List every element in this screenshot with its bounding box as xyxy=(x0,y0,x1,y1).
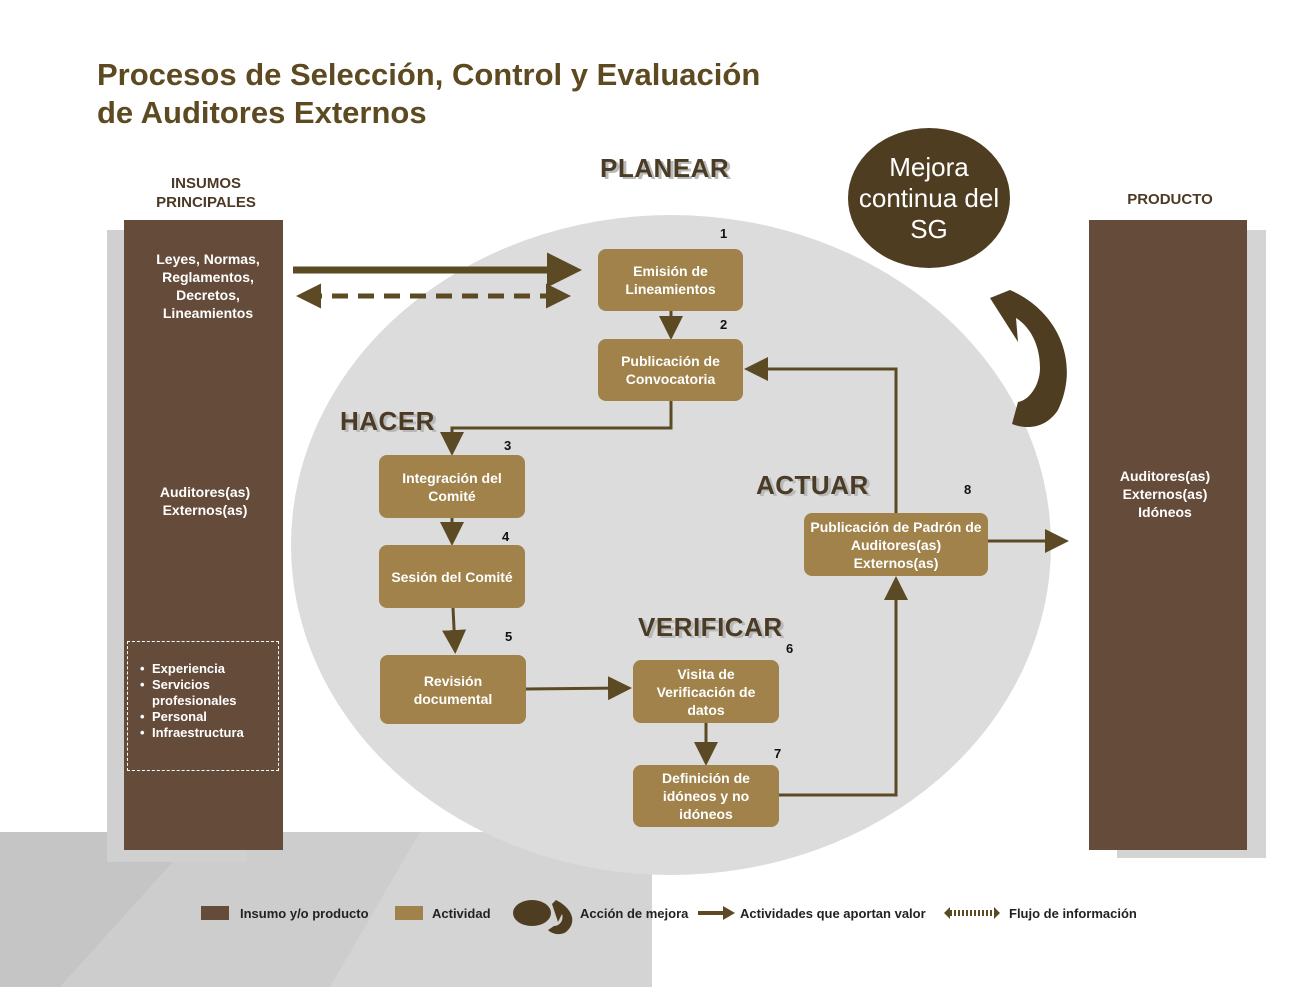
inputs-auditors: Auditores(as) Externos(as) xyxy=(159,484,251,518)
title-line-2: de Auditores Externos xyxy=(97,95,427,130)
inputs-laws: Leyes, Normas, Reglamentos, Decretos, Li… xyxy=(156,251,260,321)
phase-hacer: HACER xyxy=(340,406,435,436)
legend-valor-label: Actividades que aportan valor xyxy=(740,906,926,921)
product-header: PRODUCTO xyxy=(1127,191,1213,208)
step-number: 5 xyxy=(505,629,513,644)
criteria-item: Personal xyxy=(140,709,278,725)
product-text: Auditores(as) Externos(as) Idóneos xyxy=(1119,468,1211,520)
step-number: 2 xyxy=(720,317,728,332)
step-number: 8 xyxy=(964,482,972,497)
criteria-list: Experiencia Servicios profesionales Pers… xyxy=(136,661,278,741)
activity-sesion-comite: Sesión del Comité xyxy=(379,545,525,608)
title-line-1: Procesos de Selección, Control y Evaluac… xyxy=(97,57,761,92)
step-number: 7 xyxy=(774,746,782,761)
activity-revision-documental: Revisión documental xyxy=(380,655,526,724)
page-title: Procesos de Selección, Control y Evaluac… xyxy=(97,56,760,132)
legend-mejora-label: Acción de mejora xyxy=(580,906,689,921)
mejora-continua-circle: Mejora continua del SG xyxy=(848,128,1010,268)
inputs-header: INSUMOS PRINCIPALES xyxy=(156,175,256,211)
activity-publicacion-padron: Publicación de Padrón de Auditores(as) E… xyxy=(804,513,988,576)
phase-actuar: ACTUAR xyxy=(756,470,869,500)
legend-valor-arrow-icon xyxy=(698,906,735,920)
criteria-item: Servicios profesionales xyxy=(140,677,278,709)
legend-insumo-label: Insumo y/o producto xyxy=(240,906,369,921)
legend-flujo-arrow-icon xyxy=(944,907,1000,919)
legend-insumo-swatch xyxy=(201,906,229,920)
legend: Insumo y/o producto Actividad Acción de … xyxy=(200,896,1160,935)
phase-verificar: VERIFICAR xyxy=(638,612,783,642)
activity-integracion-comite: Integración del Comité xyxy=(379,455,525,518)
activity-publicacion-convocatoria: Publicación de Convocatoria xyxy=(598,339,743,401)
legend-mejora-icon xyxy=(513,900,573,935)
inputs-criteria-box: Experiencia Servicios profesionales Pers… xyxy=(127,641,279,771)
legend-flujo-label: Flujo de información xyxy=(1009,906,1137,921)
activity-emision-lineamientos: Emisión de Lineamientos xyxy=(598,249,743,311)
criteria-item: Experiencia xyxy=(140,661,278,677)
criteria-item: Infraestructura xyxy=(140,725,278,741)
activity-definicion-idoneos: Definición de idóneos y no idóneos xyxy=(633,765,779,827)
legend-actividad-label: Actividad xyxy=(432,906,491,921)
activity-visita-verificacion: Visita de Verificación de datos xyxy=(633,660,779,723)
step-number: 3 xyxy=(504,438,512,453)
phase-planear: PLANEAR xyxy=(600,153,730,183)
step-number: 4 xyxy=(502,529,510,544)
inputs-column xyxy=(124,220,283,850)
improvement-arrow-icon xyxy=(990,290,1067,428)
legend-actividad-swatch xyxy=(395,906,423,920)
step-number: 6 xyxy=(786,641,794,656)
product-column xyxy=(1089,220,1247,850)
step-number: 1 xyxy=(720,226,728,241)
